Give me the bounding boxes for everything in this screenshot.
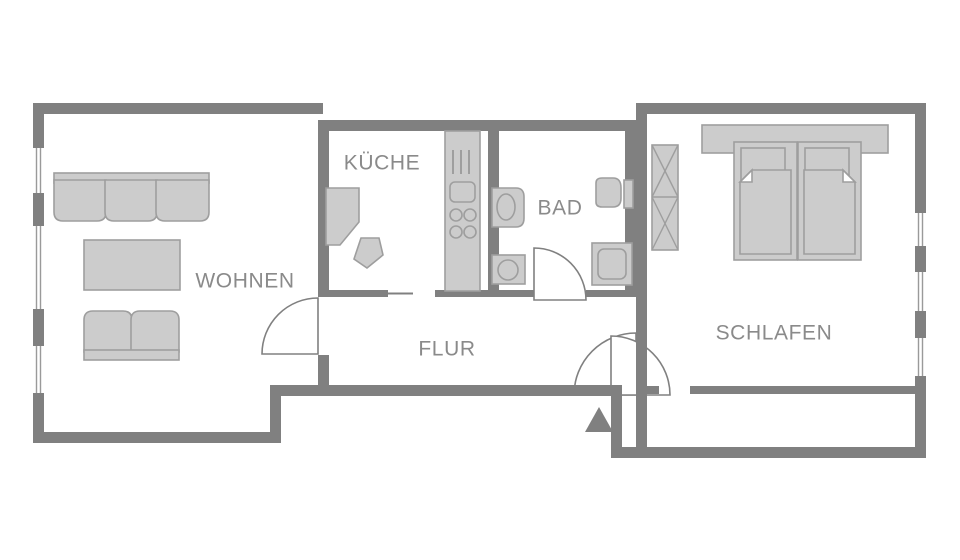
wall-schlafen-bottom-inner-2-restore bbox=[647, 386, 659, 394]
wall-kueche-top bbox=[318, 120, 488, 131]
bathtub-drain-oval bbox=[496, 193, 516, 221]
room-labels-group: WOHNEN KÜCHE BAD FLUR SCHLAFEN bbox=[195, 152, 833, 361]
toilet-bowl bbox=[595, 177, 622, 208]
wall-entry-stub-restore bbox=[611, 386, 622, 458]
sink-basin bbox=[449, 181, 476, 203]
wall-right-exterior-seg-1 bbox=[915, 103, 926, 213]
sofa-two-cushion-2 bbox=[130, 310, 180, 353]
stove-burner-2 bbox=[463, 208, 477, 222]
wall-right-block-bottom bbox=[645, 447, 926, 458]
shower-tray bbox=[591, 242, 633, 286]
wall-bad-top bbox=[488, 120, 636, 131]
sofa-three-cushion-2 bbox=[104, 179, 158, 222]
wall-wohnen-kueche bbox=[318, 120, 329, 296]
sofa-three-cushion-3 bbox=[155, 179, 210, 222]
door-bathroom-arc[interactable] bbox=[533, 247, 587, 301]
stove-burner-3 bbox=[449, 225, 463, 239]
wall-right-exterior-seg-2 bbox=[915, 246, 926, 272]
wall-bad-bottom-left-restore bbox=[488, 290, 534, 297]
room-label-schlafen: SCHLAFEN bbox=[716, 322, 833, 345]
stove-burner-4 bbox=[463, 225, 477, 239]
three-seat-sofa bbox=[53, 172, 210, 222]
wall-schlafen-left-restore bbox=[636, 103, 647, 398]
wall-right-exterior-seg-4 bbox=[915, 376, 926, 458]
room-label-flur: FLUR bbox=[418, 338, 475, 361]
window-left-group bbox=[35, 148, 42, 393]
wardrobe bbox=[651, 144, 679, 251]
wall-left-exterior-seg-1 bbox=[33, 103, 44, 148]
sofa-three-cushion-1 bbox=[53, 179, 107, 222]
bed-right-duvet bbox=[803, 169, 856, 255]
wall-left-exterior-seg-3 bbox=[33, 309, 44, 346]
wall-schlafen-bottom-inner-restore bbox=[690, 386, 926, 394]
kitchen-stool bbox=[353, 237, 384, 269]
entrance-direction-marker bbox=[585, 407, 613, 432]
wall-kueche-bottom bbox=[318, 290, 388, 297]
wardrobe-x2-b bbox=[651, 196, 679, 251]
sofa-two-back bbox=[83, 349, 180, 361]
wall-flur-bottom-restore bbox=[270, 385, 622, 396]
bathtub bbox=[491, 187, 525, 228]
wall-left-block-bottom bbox=[33, 432, 281, 443]
wall-wohnen-flur-lower-restore bbox=[318, 355, 329, 396]
room-label-kueche: KÜCHE bbox=[344, 152, 421, 175]
wall-left-block-top bbox=[33, 103, 323, 114]
kitchen-counter bbox=[325, 187, 360, 246]
wall-right-exterior-seg-3 bbox=[915, 311, 926, 338]
bed-right-duvet-fold bbox=[842, 168, 857, 183]
washbasin bbox=[491, 254, 526, 285]
window-right-group bbox=[917, 213, 924, 376]
bed-left-duvet-fold bbox=[738, 168, 753, 183]
wall-notch-vertical bbox=[270, 385, 281, 443]
door-living-room-arc[interactable] bbox=[261, 297, 319, 355]
stove-and-sink-unit bbox=[444, 130, 481, 292]
toilet-cistern bbox=[623, 179, 634, 209]
stove-burner-lines bbox=[452, 150, 470, 174]
wall-bad-bottom-right-restore bbox=[586, 290, 636, 297]
wall-right-block-left-lower bbox=[636, 396, 647, 458]
double-bed bbox=[733, 141, 862, 261]
toilet bbox=[595, 177, 634, 209]
wall-entry-bottom bbox=[611, 447, 653, 458]
room-label-bad: BAD bbox=[538, 197, 583, 220]
furniture-group bbox=[53, 124, 889, 361]
wall-left-exterior-seg-2 bbox=[33, 193, 44, 226]
wardrobe-x1-b bbox=[651, 144, 679, 198]
shower-tray-inner bbox=[597, 248, 627, 280]
coffee-table bbox=[83, 239, 181, 291]
two-seat-sofa bbox=[83, 310, 180, 361]
stove-burner-1 bbox=[449, 208, 463, 222]
room-label-wohnen: WOHNEN bbox=[195, 270, 294, 293]
washbasin-bowl bbox=[497, 259, 519, 281]
wall-kueche-bottom-2 bbox=[435, 290, 488, 297]
sofa-two-cushion-1 bbox=[83, 310, 133, 353]
wall-right-block-top bbox=[636, 103, 926, 114]
wall-left-exterior-seg-4 bbox=[33, 393, 44, 443]
